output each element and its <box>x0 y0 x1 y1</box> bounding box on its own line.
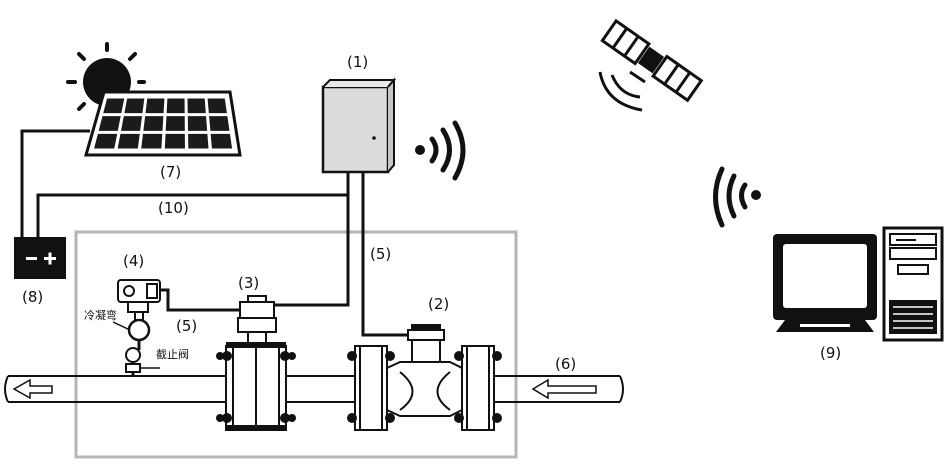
solar-panel <box>84 90 242 157</box>
label-6: (6) <box>555 355 576 373</box>
solar-cell <box>94 133 118 149</box>
wireless-signal-icon <box>415 120 466 181</box>
solar-cell <box>98 116 121 131</box>
solar-cell <box>187 116 208 131</box>
computer-monitor <box>773 234 877 332</box>
solar-cell <box>164 133 185 149</box>
solar-cell <box>117 133 140 149</box>
solar-cell <box>165 116 185 131</box>
solar-cell <box>121 116 143 131</box>
condenser-annotation: 冷凝弯 <box>84 308 117 322</box>
flow-arrow-left-icon <box>12 378 53 400</box>
label-5-left: (5) <box>176 317 197 335</box>
solar-cell <box>141 133 163 149</box>
label-4: (4) <box>123 252 144 270</box>
label-3: (3) <box>238 274 259 292</box>
shutoff-valve-annotation: 截止阀 <box>156 347 189 361</box>
solar-cell <box>207 98 227 114</box>
solar-cell <box>124 98 145 114</box>
pipeline <box>4 375 624 403</box>
wires <box>20 129 425 337</box>
label-1: (1) <box>347 53 368 71</box>
station-frame <box>74 230 518 459</box>
flowmeter-3 <box>216 295 296 431</box>
battery <box>14 237 66 279</box>
wireless-signal-computer-icon <box>713 166 761 228</box>
label-7: (7) <box>160 163 181 181</box>
label-2: (2) <box>428 295 449 313</box>
solar-cell <box>188 133 209 149</box>
flow-arrow-inlet-icon <box>531 378 597 400</box>
solar-cell <box>103 98 125 114</box>
solar-cell <box>187 98 206 114</box>
label-9: (9) <box>820 344 841 362</box>
label-5-right: (5) <box>370 245 391 263</box>
label-8: (8) <box>22 288 43 306</box>
solar-cell <box>145 98 165 114</box>
computer-tower <box>882 226 944 342</box>
label-10: (10) <box>158 199 189 217</box>
controller-box <box>321 77 397 174</box>
pressure-transmitter <box>112 279 161 376</box>
solar-cell <box>210 133 233 149</box>
solar-cell <box>166 98 185 114</box>
solar-cell <box>209 116 230 131</box>
solar-panel-cells <box>94 98 233 149</box>
flowmeter-2 <box>347 324 502 431</box>
solar-cell <box>143 116 164 131</box>
satellite-icon <box>598 18 704 112</box>
